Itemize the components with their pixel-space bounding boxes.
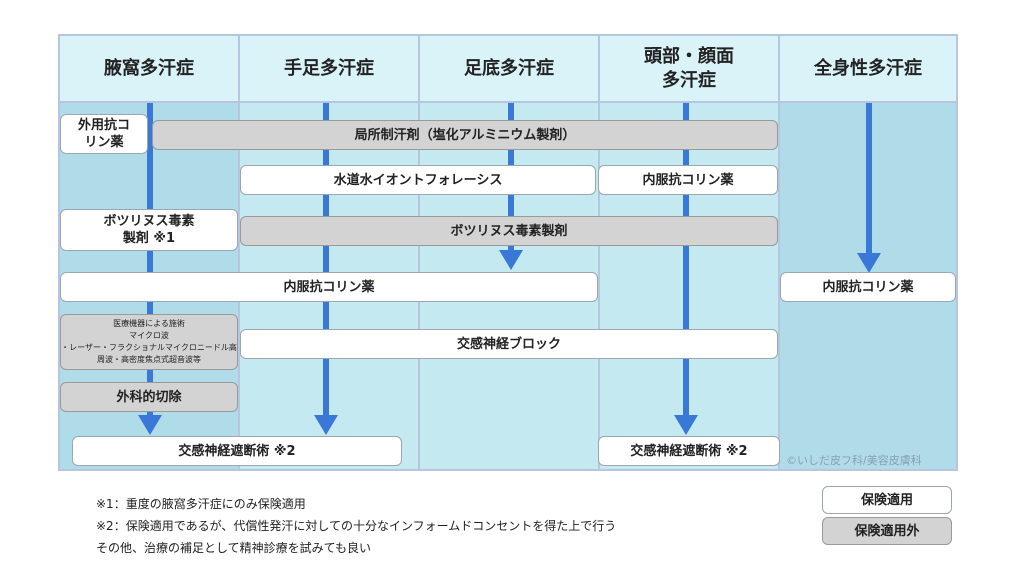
box-sympathectomy-head-face: 交感神経遮断術 ※2: [598, 436, 780, 466]
column-divider: [778, 34, 780, 471]
box-oral-anticholinergic-general: 内服抗コリン薬: [780, 272, 956, 302]
arrow-shaft-axilla: [147, 103, 153, 415]
header-separator: [58, 101, 958, 103]
column-divider: [598, 34, 600, 471]
arrow-shaft-general: [866, 103, 872, 253]
box-sympathectomy-axilla-hands: 交感神経遮断術 ※2: [72, 436, 402, 466]
box-oral-anticholinergic-head-face: 内服抗コリン薬: [598, 165, 778, 195]
box-local-antiperspirant: 局所制汗剤（塩化アルミニウム製剤）: [152, 120, 778, 150]
arrow-head-axilla: [138, 415, 162, 435]
arrow-head-soles: [499, 250, 523, 270]
arrow-shaft-hands-feet: [323, 103, 329, 415]
column-header-hands-feet: 手足多汗症: [240, 36, 418, 102]
column-divider: [238, 34, 240, 471]
arrow-head-general: [857, 253, 881, 273]
footnote-3: その他、治療の補足として精神診療を試みても良い: [96, 541, 372, 555]
column-header-axilla: 腋窩多汗症: [60, 36, 238, 102]
column-divider: [418, 34, 420, 471]
box-sympathetic-block: 交感神経ブロック: [240, 329, 778, 359]
column-header-soles: 足底多汗症: [420, 36, 598, 102]
box-device-treatment: 医療機器による施術 マイクロ波 ・レーザー・フラクショナルマイクロニードル高 周…: [60, 314, 238, 370]
footnote-1: ※1：重度の腋窩多汗症にのみ保険適用: [96, 497, 306, 511]
box-botulinum-axilla: ボツリヌス毒素 製剤 ※1: [60, 209, 238, 251]
box-surgical-excision: 外科的切除: [60, 382, 238, 412]
box-oral-anticholinergic: 内服抗コリン薬: [60, 272, 598, 302]
arrow-head-head-face: [674, 415, 698, 435]
arrow-shaft-head-face: [683, 103, 689, 415]
column-header-general: 全身性多汗症: [780, 36, 956, 102]
legend-not-insured: 保険適用外: [822, 517, 952, 545]
copyright-text: ©いしだ皮フ科/美容皮膚科: [786, 454, 922, 467]
box-topical-anticholinergic: 外用抗コ リン薬: [60, 114, 148, 154]
arrow-head-hands-feet: [314, 415, 338, 435]
footnote-2: ※2：保険適用であるが、代償性発汗に対しての十分なインフォームドコンセントを得た…: [96, 519, 617, 533]
legend-insured: 保険適用: [822, 486, 952, 514]
box-botulinum: ボツリヌス毒素製剤: [240, 216, 778, 246]
box-iontophoresis: 水道水イオントフォレーシス: [240, 165, 596, 195]
column-header-head-face: 頭部・顔面 多汗症: [600, 36, 778, 102]
